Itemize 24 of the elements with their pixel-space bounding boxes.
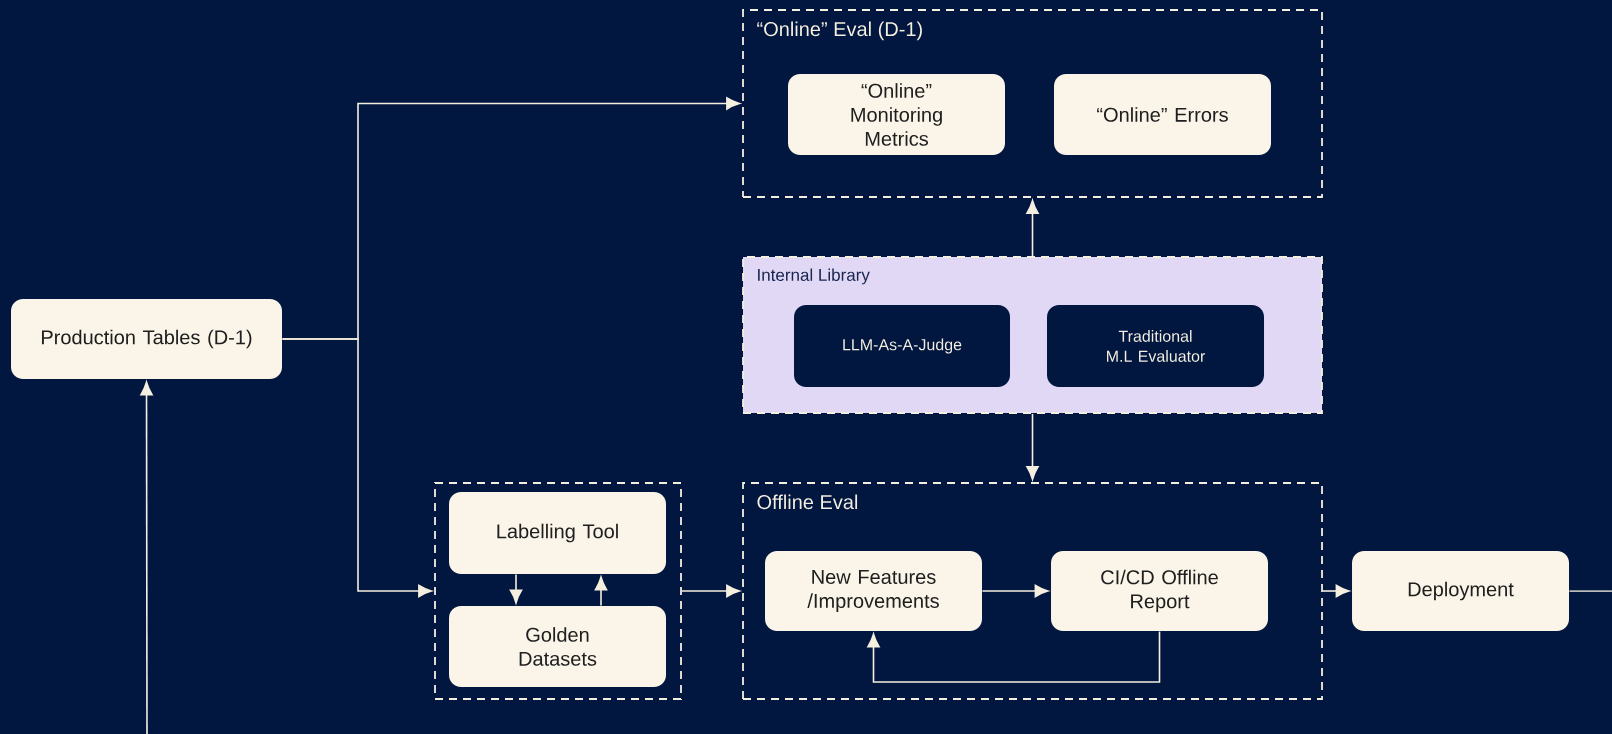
arrow — [1322, 584, 1350, 598]
arrow — [281, 338, 433, 598]
group-heading: Internal Library — [758, 268, 870, 285]
process-box: Golden Datasets — [449, 606, 666, 687]
process-box: Production Tables (D-1) — [11, 299, 282, 379]
arrow — [594, 576, 608, 607]
library-box: LLM-As-A-Judge — [794, 305, 1010, 387]
group-heading: Offline Eval — [757, 494, 858, 510]
arrow — [1026, 413, 1039, 481]
group-frame — [434, 482, 682, 700]
process-box: CI/CD Offline Report — [1051, 551, 1268, 631]
process-box: New Features /Improvements — [765, 551, 982, 631]
arrow — [681, 584, 741, 598]
process-box: “Online” Errors — [1054, 74, 1271, 155]
arrow — [509, 573, 523, 604]
group-heading: “Online” Eval (D-1) — [757, 21, 922, 41]
arrow — [140, 381, 153, 734]
process-box: “Online” Monitoring Metrics — [788, 74, 1005, 155]
library-box: Traditional M.L Evaluator — [1047, 305, 1264, 387]
arrow — [1026, 199, 1039, 257]
arrow — [867, 630, 1161, 683]
process-box: Labelling Tool — [449, 492, 666, 574]
process-box: Deployment — [1352, 551, 1569, 631]
arrow — [981, 584, 1049, 598]
